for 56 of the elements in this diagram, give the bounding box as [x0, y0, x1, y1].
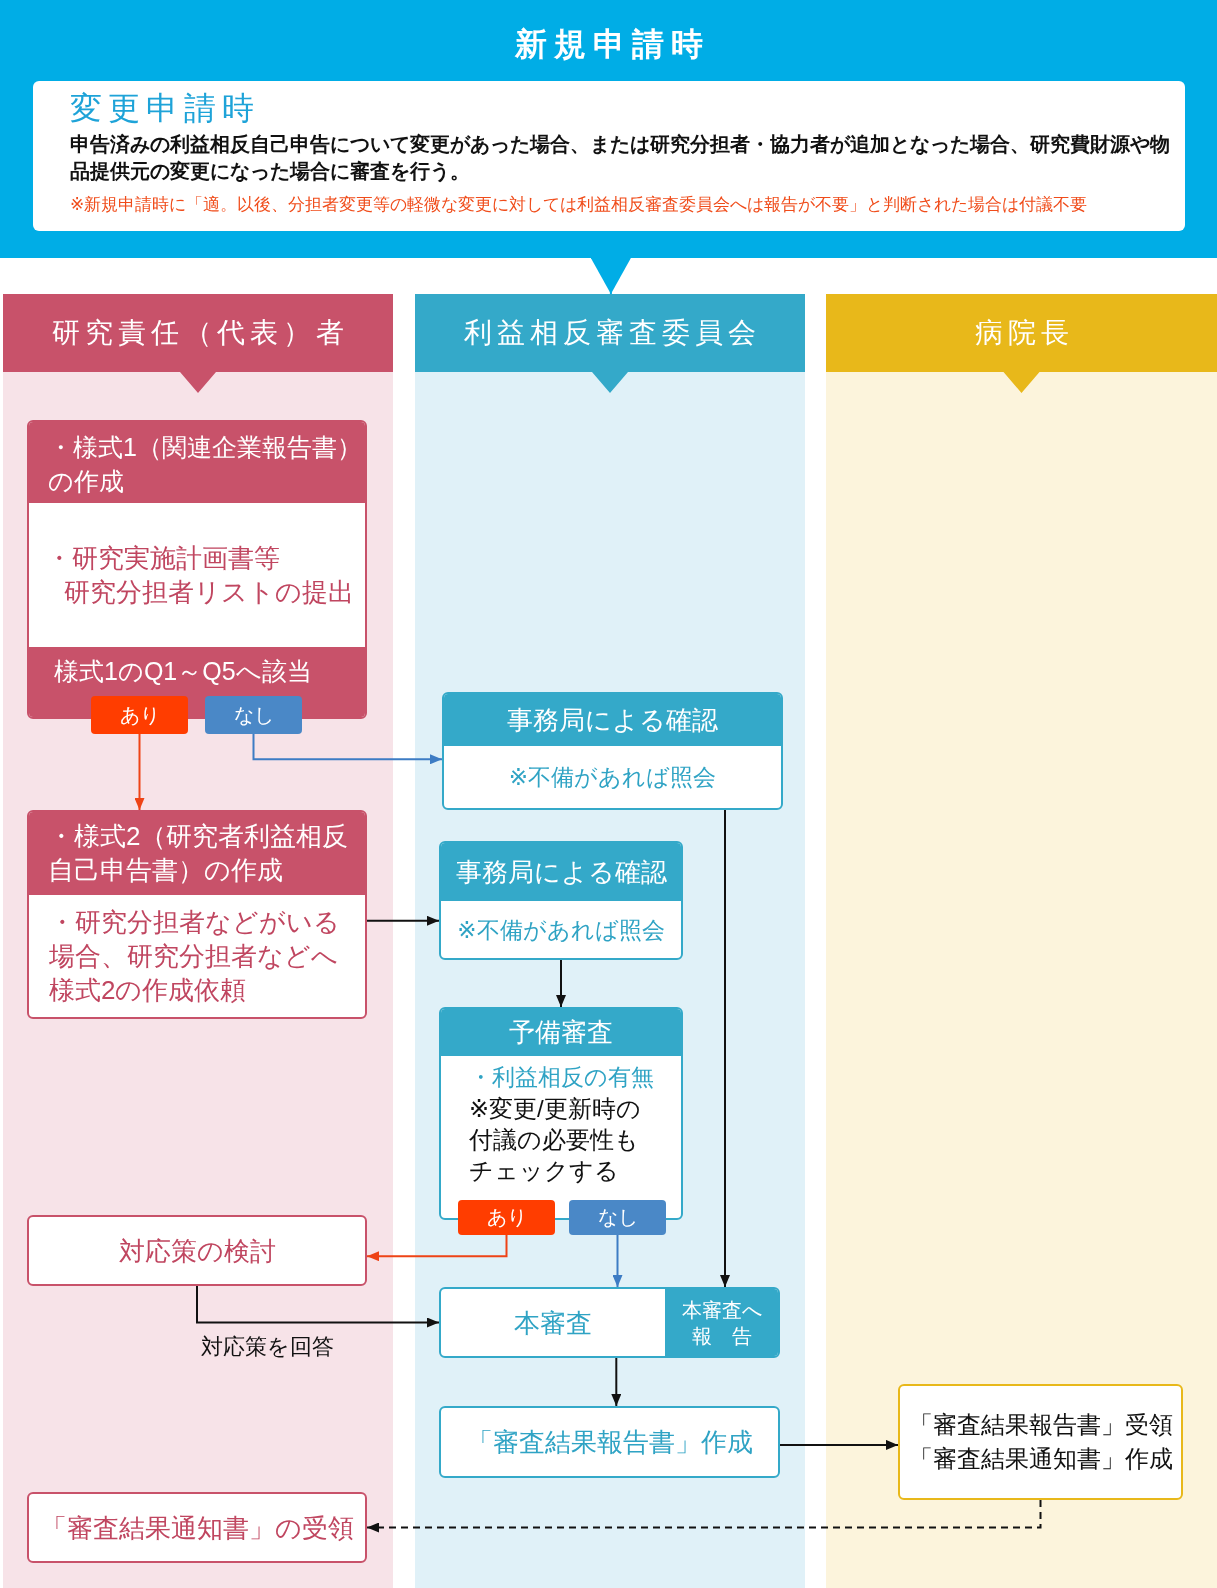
side-tab: 本審査へ報 告 [665, 1289, 778, 1356]
choice-tag: なし [205, 696, 302, 734]
box-text: ※変更/更新時の付議の必要性もチェックする [469, 1094, 642, 1186]
box-text: 「審査結果報告書」受領 [908, 1410, 1173, 1440]
arrow [611, 1357, 622, 1407]
box-text: 「審査結果報告書」作成 [466, 1426, 753, 1459]
box-header: ・様式2（研究者利益相反自己申告書）の作成 [29, 812, 365, 895]
box-text: 研究分担者リストの提出 [64, 576, 354, 609]
box-text: 対応策の検討 [118, 1234, 276, 1268]
process-box [439, 841, 683, 960]
edge-label: 対応策を回答 [201, 1332, 334, 1361]
box-text: ・研究実施計画書等 [46, 542, 280, 575]
process-box [442, 692, 783, 810]
swimlane [3, 294, 393, 1588]
note-card [33, 81, 1185, 231]
lane-header: 利益相反審査委員会 [415, 294, 805, 393]
lane-header: 病院長 [826, 294, 1217, 393]
pointer-arrow [590, 257, 631, 295]
box-header: ・様式1（関連企業報告書）の作成 [29, 422, 365, 503]
arrow [720, 809, 730, 1288]
box-header: 事務局による確認 [444, 694, 781, 746]
card-title: 変更申請時 [70, 89, 260, 128]
choice-tag: なし [569, 1200, 666, 1235]
arrow [366, 915, 440, 926]
box-text: 本審査 [514, 1306, 592, 1340]
arrow [252, 733, 443, 765]
band-title: 新規申請時 [513, 25, 710, 64]
arrow [556, 959, 566, 1008]
swimlane [826, 294, 1217, 1588]
box-text: ※不備があれば照会 [508, 763, 717, 792]
process-box [27, 1215, 367, 1286]
arrow [779, 1439, 899, 1450]
box-text: ※不備があれば照会 [457, 915, 665, 945]
header-band [0, 0, 1217, 258]
box-text: ・研究分担者などがいる場合、研究分担者などへ様式2の作成依頼 [49, 906, 341, 1007]
process-box [27, 1492, 367, 1563]
arrow [134, 733, 145, 811]
box-text: ・利益相反の有無 [469, 1063, 654, 1092]
choice-tag: あり [458, 1200, 555, 1235]
process-box [898, 1384, 1183, 1500]
arrow [612, 1234, 623, 1288]
lane-header: 研究責任（代表）者 [3, 294, 393, 393]
box-text: 「審査結果通知書」の受領 [40, 1511, 354, 1545]
choice-tag: あり [91, 696, 188, 734]
note-text: ※新規申請時に「適。以後、分担者変更等の軽微な変更に対しては利益相反審査委員会へは報告が不要」と判断された場合は付議不要 [70, 194, 1088, 216]
box-header: 予備審査 [441, 1009, 681, 1056]
arrow [366, 1234, 508, 1262]
box-text: 「審査結果通知書」作成 [908, 1444, 1173, 1474]
process-box [27, 810, 367, 1019]
process-box [439, 1406, 780, 1478]
process-box [439, 1287, 780, 1358]
arrow [366, 1499, 1042, 1533]
description-text: 申告済みの利益相反自己申告について変更があった場合、または研究分担者・協力者が追加となった場合、研究費財源や物品提供元の変更になった場合に審査を行う。 [70, 132, 1171, 184]
box-header: 事務局による確認 [441, 843, 681, 901]
swimlane [415, 294, 805, 1588]
arrow [196, 1285, 440, 1328]
